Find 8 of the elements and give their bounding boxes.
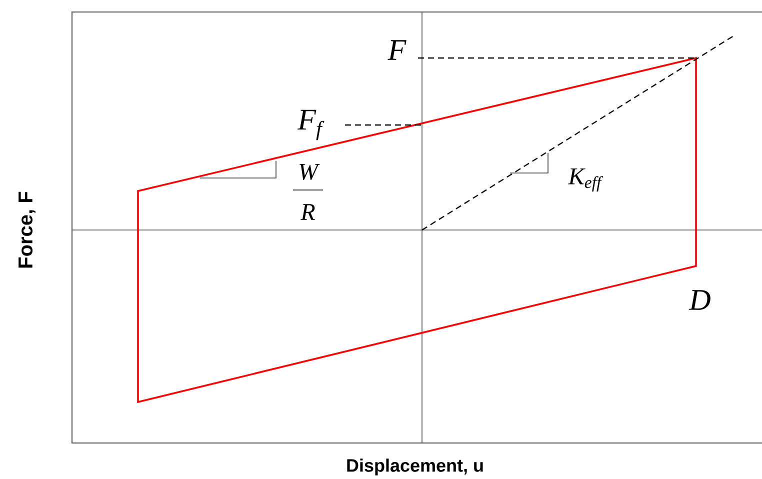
math-label: F$_{f}$ (298, 110, 324, 140)
axis-label: Displacement, u (347, 458, 483, 476)
math-label: K$_{eff}$ (568, 168, 604, 192)
math-label: F (388, 40, 406, 60)
math-label: D (688, 290, 710, 310)
math-label: W (300, 164, 320, 180)
axis-label: Force, F (18, 192, 36, 268)
math-label: R (300, 204, 315, 220)
